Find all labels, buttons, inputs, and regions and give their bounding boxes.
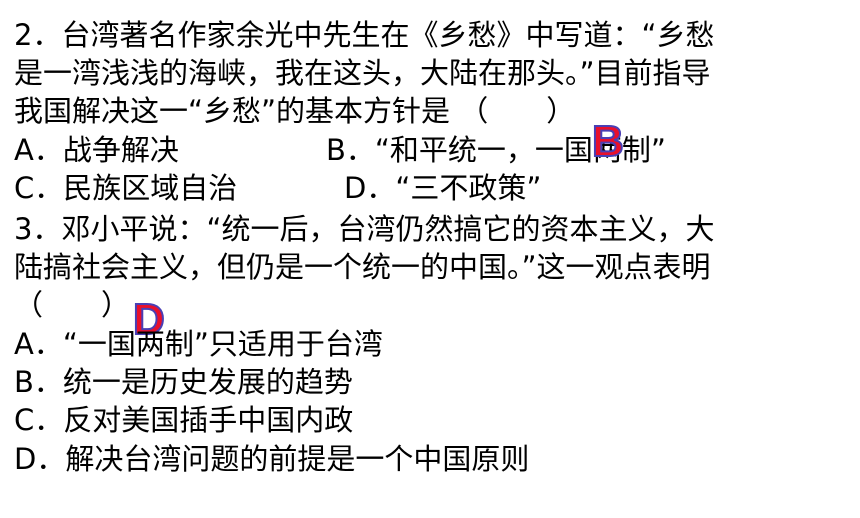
q3-stem-line-3: （ ） [14,288,131,322]
q2-option-d: D．“三不政策” [344,171,542,205]
q2-option-a: A．战争解决 [14,133,179,167]
q3-option-a: A．“一国两制”只适用于台湾 [14,327,383,361]
q3-stem-line-2: 陆搞社会主义，但仍是一个统一的中国。”这一观点表明 [14,250,711,284]
q2-option-c: C．民族区域自治 [14,171,238,205]
q3-stem-line-1: 3．邓小平说：“统一后，台湾仍然搞它的资本主义，大 [14,212,715,246]
q2-options-row-1: A．战争解决 B．“和平统一，一国两制” [14,131,854,169]
q3-option-b: B．统一是历史发展的趋势 [14,365,353,399]
q2-answer-mark: B [591,117,625,166]
q2-options-row-2: C．民族区域自治 D．“三不政策” [14,169,854,207]
q3-answer-mark: D [132,295,166,344]
q2-stem-line-3: 我国解决这一“乡愁”的基本方针是 （ ） [14,94,576,128]
q2-stem-line-1: 2．台湾著名作家余光中先生在《乡愁》中写道：“乡愁 [14,18,715,52]
q2-option-b: B．“和平统一，一国两制” [326,133,666,167]
q3-option-d: D．解决台湾问题的前提是一个中国原则 [14,442,530,476]
q2-stem-line-2: 是一湾浅浅的海峡，我在这头，大陆在那头。”目前指导 [14,56,711,90]
q3-option-c: C．反对美国插手中国内政 [14,403,354,437]
